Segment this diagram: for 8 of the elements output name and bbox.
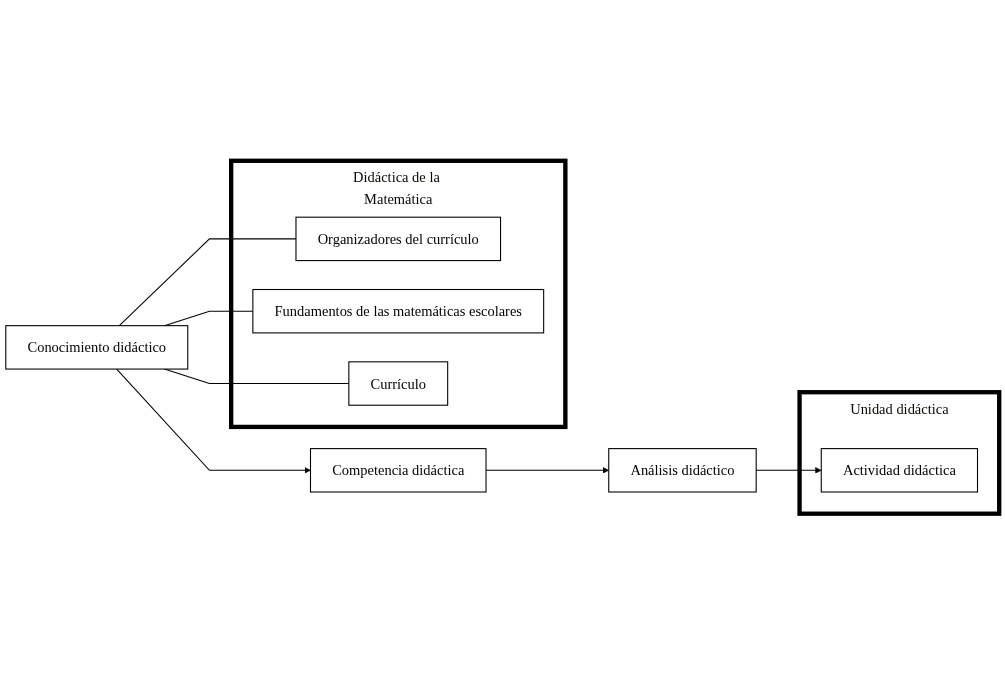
node-box: Análisis didáctico xyxy=(608,448,757,493)
node-box: Actividad didáctica xyxy=(820,448,979,493)
node-box: Organizadores del currículo xyxy=(295,216,502,262)
node-box: Fundamentos de las matemáticas escolares xyxy=(252,289,545,334)
node-box: Currículo xyxy=(348,361,449,406)
arrow xyxy=(116,368,311,474)
node-box: Conocimiento didáctico xyxy=(5,325,189,370)
node-box: Competencia didáctica xyxy=(309,448,487,493)
